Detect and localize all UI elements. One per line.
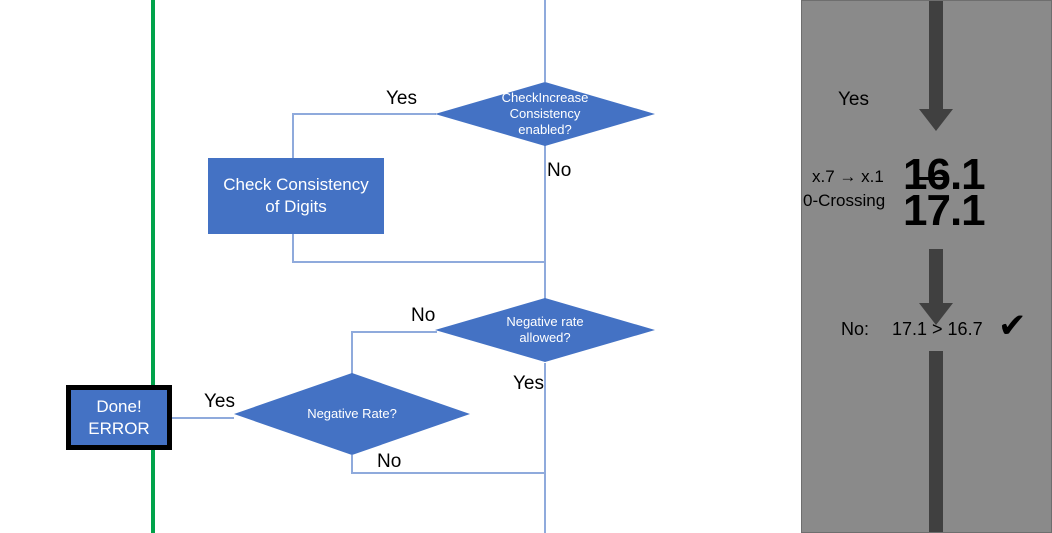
panel-arrow-bottom-shaft: [929, 351, 943, 532]
done-error-line1: Done!: [96, 396, 142, 416]
connector-consistency-box-out-horizontal: [292, 261, 546, 263]
connector-top-to-check-increase: [544, 0, 546, 82]
connector-negative-rate-allowed-yes-vertical: [544, 363, 546, 533]
panel-row1-strikethrough: [919, 177, 949, 180]
edge-label-check-increase-no: No: [547, 160, 572, 181]
panel-comparison-prefix: No:: [841, 319, 870, 339]
panel-comparison-value: 17.1 > 16.7: [892, 319, 983, 339]
edge-label-negative-rate-allowed-no: No: [411, 305, 436, 326]
edge-label-check-increase-yes: Yes: [386, 88, 417, 109]
process-box-done-error[interactable]: Done! ERROR: [66, 385, 172, 450]
panel-checkmark-icon: ✔: [998, 307, 1027, 345]
diamond-shape: [435, 82, 655, 146]
panel-arrow-top-head: [919, 109, 953, 131]
panel-arrow-top-shaft: [929, 1, 943, 111]
check-consistency-line1: Check Consistency: [223, 175, 369, 195]
connector-negative-rate-no-vertical: [351, 455, 353, 473]
process-box-check-consistency-of-digits[interactable]: Check Consistency of Digits: [208, 158, 384, 234]
connector-spine-to-negative-rate-allowed: [544, 261, 546, 306]
connector-negative-rate-allowed-no-vertical: [351, 331, 353, 374]
connector-consistency-box-out-vertical: [292, 233, 294, 262]
green-divider-line: [151, 0, 155, 533]
diamond-shape: [234, 373, 470, 455]
annotation-panel: Yes x.7 → x.1 0-Crossing 16.1 17.1 No: 1…: [801, 0, 1052, 533]
connector-check-increase-no-vertical: [544, 145, 546, 262]
panel-row1-label: x.7 → x.1: [812, 167, 884, 186]
edge-label-negative-rate-allowed-yes: Yes: [513, 373, 544, 394]
decision-check-increase-consistency[interactable]: CheckIncrease Consistency enabled?: [435, 82, 655, 146]
connector-check-increase-yes-vertical: [292, 113, 294, 158]
panel-arrow-middle-head: [919, 303, 953, 325]
panel-arrow-middle-shaft: [929, 249, 943, 305]
connector-negative-rate-allowed-no-horizontal: [351, 331, 437, 333]
panel-label-yes: Yes: [838, 89, 869, 110]
connector-negative-rate-no-horizontal: [351, 472, 546, 474]
check-consistency-line2: of Digits: [265, 197, 327, 216]
diamond-shape: [435, 298, 655, 362]
decision-negative-rate[interactable]: Negative Rate?: [234, 373, 470, 455]
done-error-line2: ERROR: [88, 418, 150, 438]
connector-check-increase-yes-horizontal: [292, 113, 436, 115]
panel-row2-label: 0-Crossing: [803, 191, 886, 210]
panel-row2-value: 17.1: [903, 186, 986, 235]
connector-negative-rate-yes-horizontal: [172, 417, 234, 419]
decision-negative-rate-allowed[interactable]: Negative rate allowed?: [435, 298, 655, 362]
edge-label-negative-rate-no: No: [377, 451, 402, 472]
edge-label-negative-rate-yes: Yes: [204, 391, 235, 412]
panel-row1-value: 16.1: [903, 150, 986, 199]
